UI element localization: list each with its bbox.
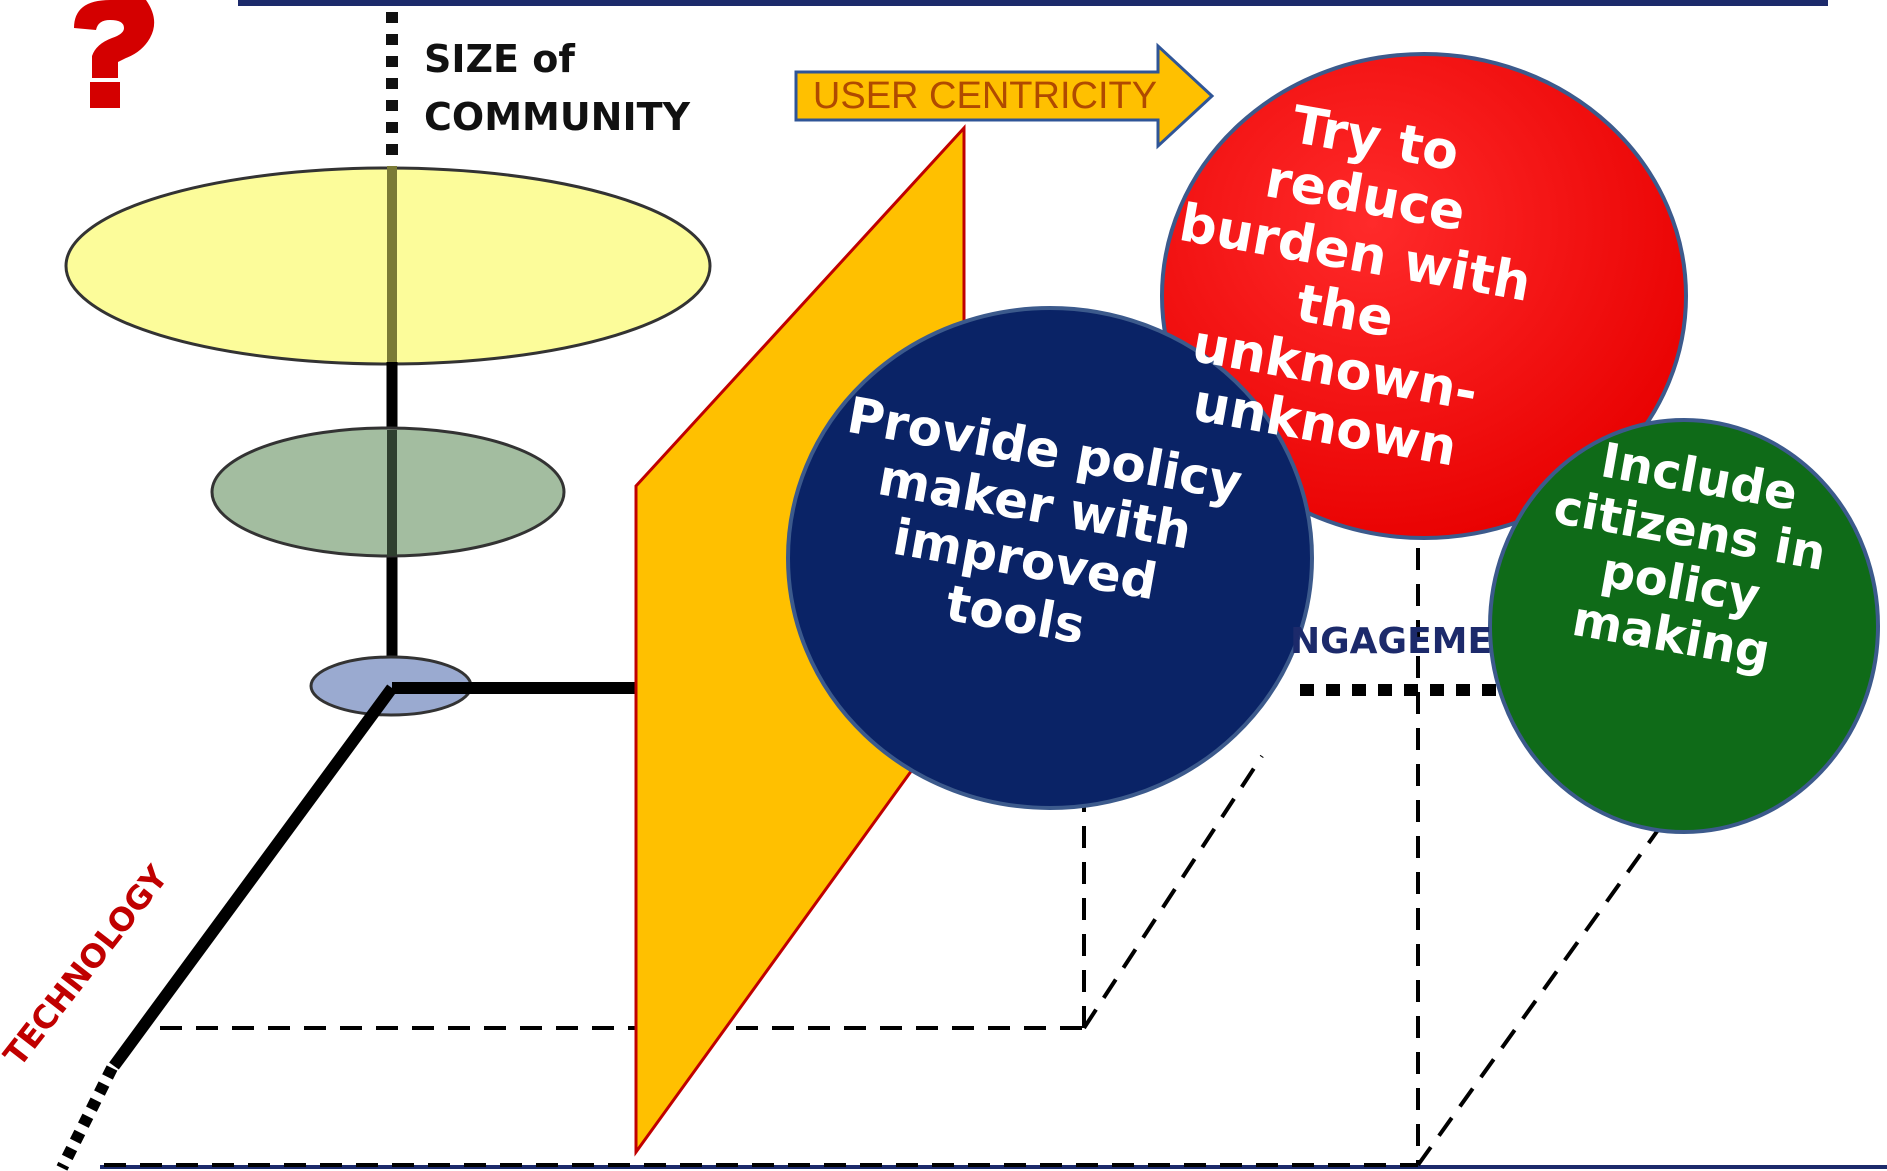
- blue-bubble: [786, 306, 1314, 810]
- red-bubble-text: Try to reduce burden with the unknown- u…: [1142, 79, 1557, 486]
- technology-axis-dotted: [56, 1065, 118, 1171]
- size-of-community-label: SIZE of COMMUNITY: [424, 30, 690, 146]
- user-centricity-arrow: [794, 42, 1215, 150]
- size-label-line2: COMMUNITY: [424, 95, 691, 139]
- projection-lines: [104, 548, 1660, 1167]
- green-bubble: [1488, 418, 1880, 834]
- header-bar: [238, 0, 1828, 6]
- user-centricity-label: USER CENTRICITY: [812, 75, 1158, 117]
- size-label-line1: SIZE of: [424, 37, 575, 81]
- red-bubble: [1160, 52, 1688, 540]
- technology-axis-solid: [109, 684, 397, 1070]
- engagement-label: NGAGEME: [1290, 621, 1493, 662]
- question-mark-icon: [74, 0, 155, 108]
